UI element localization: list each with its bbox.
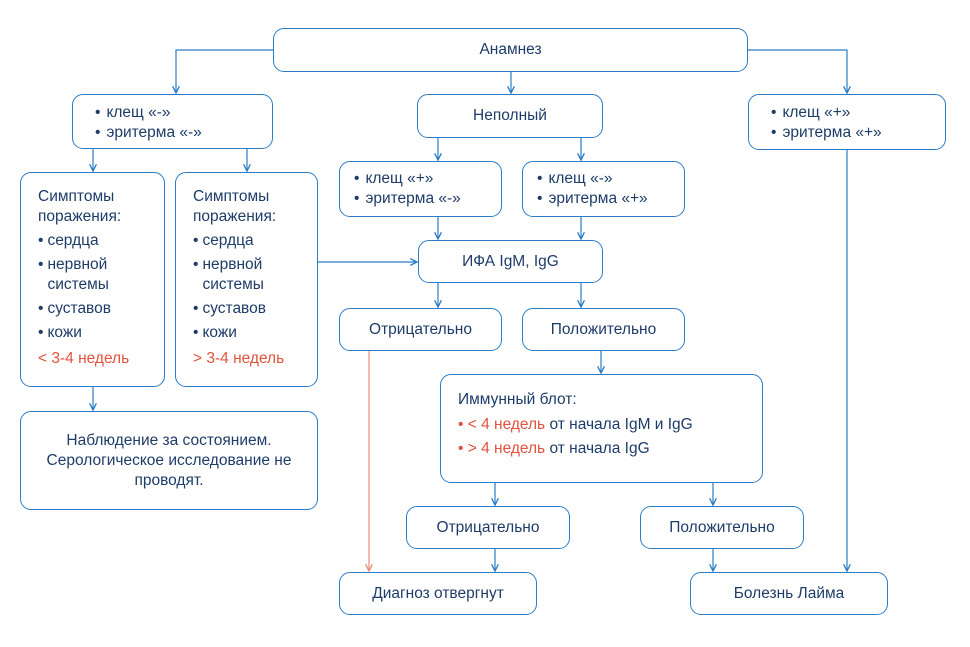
positive-2-node: Положительно: [640, 506, 804, 549]
tick-neg-erythema-pos-node: •клещ «-» •эритерма «+»: [522, 161, 685, 217]
diagnosis-rejected-node: Диагноз отвергнут: [339, 572, 537, 615]
lyme-disease-label: Болезнь Лайма: [733, 584, 845, 602]
tick-pos-erythema-pos-node: •клещ «+» •эритерма «+»: [748, 94, 946, 150]
symptoms-left-node: Симптомы поражения: •сердца •нервной сис…: [20, 172, 165, 387]
condition-erythema: эритерма «+»: [782, 124, 882, 141]
edge-anamnesis-right: [748, 49, 847, 93]
tick-neg-erythema-neg-node: •клещ «-» •эритерма «-»: [72, 94, 273, 149]
symptoms-duration: > 3-4 недель: [193, 350, 285, 367]
symptom-skin: кожи: [47, 324, 82, 341]
symptoms-duration: < 3-4 недель: [38, 350, 130, 367]
incomplete-node: Неполный: [417, 94, 603, 138]
condition-tick: клещ «-»: [548, 170, 613, 187]
symptom-joints: суставов: [202, 300, 266, 317]
positive-1-node: Положительно: [522, 308, 685, 351]
symptoms-title: Симптомы поражения:: [193, 188, 277, 225]
elisa-label: ИФА IgM, IgG: [462, 252, 559, 270]
immunoblot-line1-period: < 4 недель: [467, 416, 546, 433]
immunoblot-node: Иммунный блот: • < 4 недель от начала Ig…: [440, 374, 763, 483]
symptom-skin: кожи: [202, 324, 237, 341]
symptom-heart: сердца: [202, 232, 254, 249]
elisa-node: ИФА IgM, IgG: [418, 240, 603, 283]
condition-erythema: эритерма «-»: [365, 190, 461, 207]
anamnesis-label: Анамнез: [479, 41, 542, 58]
observation-node: Наблюдение за состоянием. Серологическое…: [20, 411, 318, 510]
symptom-heart: сердца: [47, 232, 99, 249]
condition-erythema: эритерма «+»: [548, 190, 648, 207]
tick-pos-erythema-neg-node: •клещ «+» •эритерма «-»: [339, 161, 502, 217]
immunoblot-line2-text: от начала IgG: [549, 440, 650, 457]
edge-anamnesis-left: [176, 49, 273, 93]
positive-label: Положительно: [669, 518, 775, 536]
observation-label: Наблюдение за состоянием. Серологическое…: [46, 431, 292, 489]
symptoms-title: Симптомы поражения:: [38, 188, 122, 225]
diagnosis-rejected-label: Диагноз отвергнут: [372, 584, 504, 602]
symptom-nervous: нервной системы: [202, 256, 264, 293]
positive-label: Положительно: [550, 320, 657, 338]
condition-tick: клещ «+»: [782, 104, 851, 121]
symptoms-right-node: Симптомы поражения: •сердца •нервной сис…: [175, 172, 318, 387]
anamnesis-node: Анамнез: [273, 28, 748, 72]
symptom-nervous: нервной системы: [47, 256, 109, 293]
lyme-disease-node: Болезнь Лайма: [690, 572, 888, 615]
condition-tick: клещ «+»: [365, 170, 434, 187]
immunoblot-line1-text: от начала IgM и IgG: [549, 416, 693, 433]
negative-2-node: Отрицательно: [406, 506, 570, 549]
symptom-joints: суставов: [47, 300, 111, 317]
condition-erythema: эритерма «-»: [106, 124, 202, 141]
immunoblot-title: Иммунный блот:: [458, 391, 577, 408]
condition-tick: клещ «-»: [106, 104, 171, 121]
negative-1-node: Отрицательно: [339, 308, 502, 351]
negative-label: Отрицательно: [436, 518, 540, 536]
negative-label: Отрицательно: [369, 320, 472, 338]
incomplete-label: Неполный: [473, 107, 547, 124]
immunoblot-line2-period: > 4 недель: [467, 440, 546, 457]
